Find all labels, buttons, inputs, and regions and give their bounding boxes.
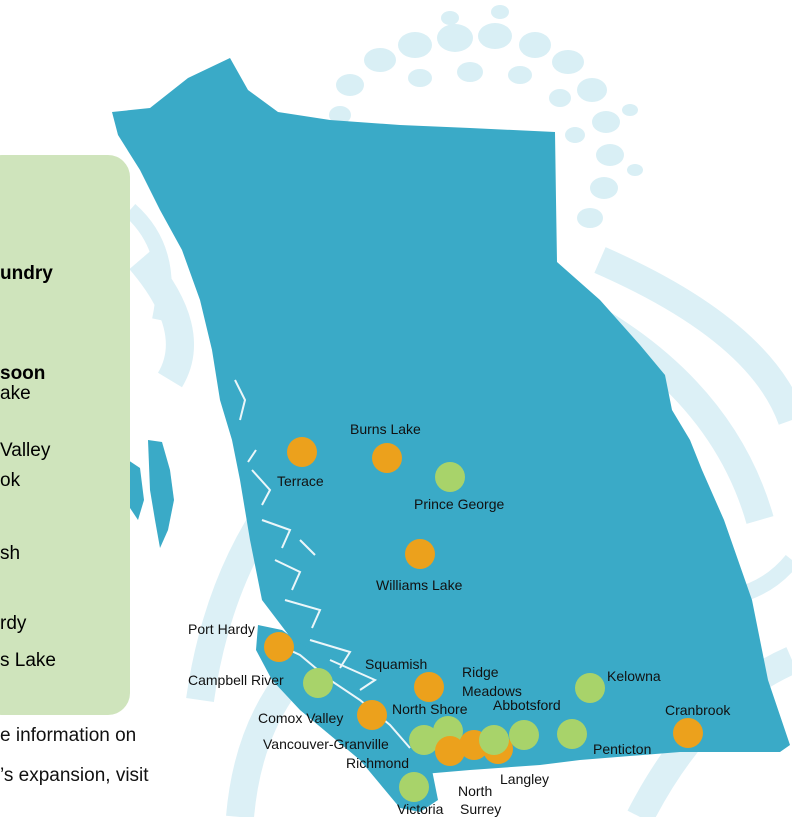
label-port-hardy: Port Hardy bbox=[188, 621, 255, 637]
label-north-shore: North Shore bbox=[392, 701, 468, 717]
province-mainland bbox=[112, 58, 790, 776]
dot-comox-valley bbox=[357, 700, 387, 730]
label-campbell-river: Campbell River bbox=[188, 672, 284, 688]
info-line-1: e information on bbox=[0, 725, 137, 746]
dot-cranbrook bbox=[673, 718, 703, 748]
label-comox-valley: Comox Valley bbox=[258, 710, 344, 726]
dot-langley bbox=[479, 725, 509, 755]
label-squamish: Squamish bbox=[365, 656, 428, 672]
dot-abbotsford bbox=[509, 720, 539, 750]
dot-terrace bbox=[287, 437, 317, 467]
legend-line-1: undry bbox=[0, 263, 53, 284]
label-vancouver-granville: Vancouver-Granville bbox=[263, 736, 389, 752]
dot-richmond bbox=[435, 736, 465, 766]
label-surrey: Surrey bbox=[460, 801, 502, 817]
legend-item-6: s Lake bbox=[0, 650, 56, 671]
dot-campbell-river bbox=[303, 668, 333, 698]
legend-item-2: Valley bbox=[0, 440, 51, 461]
legend-item-4: sh bbox=[0, 543, 21, 564]
city-dots bbox=[264, 437, 703, 802]
info-line-2: ’s expansion, visit bbox=[0, 765, 149, 786]
haida-gwaii bbox=[124, 440, 174, 548]
dot-kelowna bbox=[575, 673, 605, 703]
label-ridge: Ridge bbox=[462, 664, 499, 680]
label-north: North bbox=[458, 783, 493, 799]
label-victoria: Victoria bbox=[397, 801, 444, 817]
legend-item-5: rdy bbox=[0, 613, 27, 634]
label-williams-lake: Williams Lake bbox=[376, 577, 463, 593]
dot-victoria bbox=[399, 772, 429, 802]
label-meadows: Meadows bbox=[462, 683, 522, 699]
label-abbotsford: Abbotsford bbox=[493, 697, 561, 713]
legend-item-3: ok bbox=[0, 470, 21, 491]
coastal-channels bbox=[234, 379, 411, 749]
background-pattern bbox=[329, 5, 643, 228]
dot-port-hardy bbox=[264, 632, 294, 662]
label-cranbrook: Cranbrook bbox=[665, 702, 731, 718]
legend-box bbox=[0, 155, 130, 715]
legend-item-1: ake bbox=[0, 383, 31, 404]
dot-vancouver-granville bbox=[409, 725, 439, 755]
dot-prince-george bbox=[435, 462, 465, 492]
label-prince-george: Prince George bbox=[414, 496, 505, 512]
vancouver-island bbox=[256, 625, 438, 812]
dot-squamish bbox=[414, 672, 444, 702]
label-richmond: Richmond bbox=[346, 755, 410, 771]
label-terrace: Terrace bbox=[277, 473, 324, 489]
label-burns-lake: Burns Lake bbox=[350, 421, 421, 437]
label-langley: Langley bbox=[500, 771, 550, 787]
label-kelowna: Kelowna bbox=[607, 668, 661, 684]
dot-williams-lake bbox=[405, 539, 435, 569]
dot-penticton bbox=[557, 719, 587, 749]
dot-burns-lake bbox=[372, 443, 402, 473]
label-penticton: Penticton bbox=[593, 741, 652, 757]
legend-line-2: soon bbox=[0, 363, 46, 384]
